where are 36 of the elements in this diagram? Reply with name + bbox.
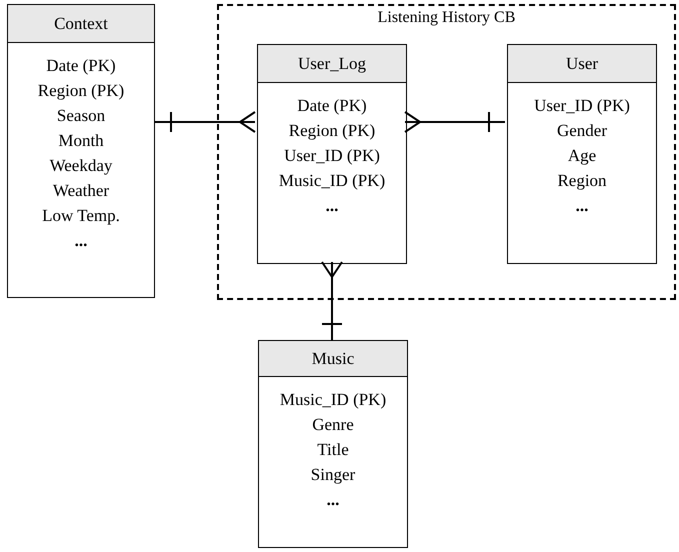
- entity-name: Context: [8, 5, 154, 43]
- attribute-text: Date (PK): [297, 95, 367, 117]
- attribute-text: Gender: [556, 120, 608, 142]
- attribute-text: Low Temp.: [42, 205, 120, 227]
- attribute-text: Weekday: [50, 155, 112, 177]
- relationship-line: [321, 261, 343, 340]
- entity-table: [7, 4, 155, 298]
- attribute-text: ...: [576, 195, 588, 217]
- attribute-text: Region: [557, 170, 607, 192]
- attribute-text: Weather: [52, 180, 110, 202]
- attribute-text: Singer: [310, 464, 356, 486]
- attribute-text: ...: [74, 230, 88, 252]
- attribute-text: User_ID (PK): [534, 95, 630, 117]
- relationship-line: [155, 111, 256, 133]
- group-boundary: [217, 4, 676, 300]
- attribute-text: Region (PK): [288, 120, 376, 142]
- entity-name: User: [508, 45, 656, 83]
- entity-name: Music: [259, 341, 407, 377]
- attribute-text: Genre: [312, 414, 354, 436]
- attribute-text: Music_ID (PK): [280, 389, 386, 411]
- attribute-text: Season: [56, 105, 106, 127]
- entity-name: User_Log: [258, 45, 406, 83]
- attribute-text: User_ID (PK): [284, 145, 380, 167]
- entity-table: [507, 44, 657, 264]
- attribute-text: Date (PK): [46, 55, 116, 77]
- attribute-text: Region (PK): [38, 80, 124, 102]
- group-title: Listening History CB: [376, 8, 516, 28]
- attribute-text: Music_ID (PK): [278, 170, 386, 192]
- entity-table: [258, 340, 408, 548]
- attribute-text: ...: [326, 195, 338, 217]
- attribute-text: Age: [568, 145, 596, 167]
- relationship-line: [404, 111, 505, 133]
- attribute-text: Title: [317, 439, 349, 461]
- attribute-text: Month: [58, 130, 104, 152]
- entity-table: [257, 44, 407, 264]
- attribute-text: ...: [326, 489, 340, 511]
